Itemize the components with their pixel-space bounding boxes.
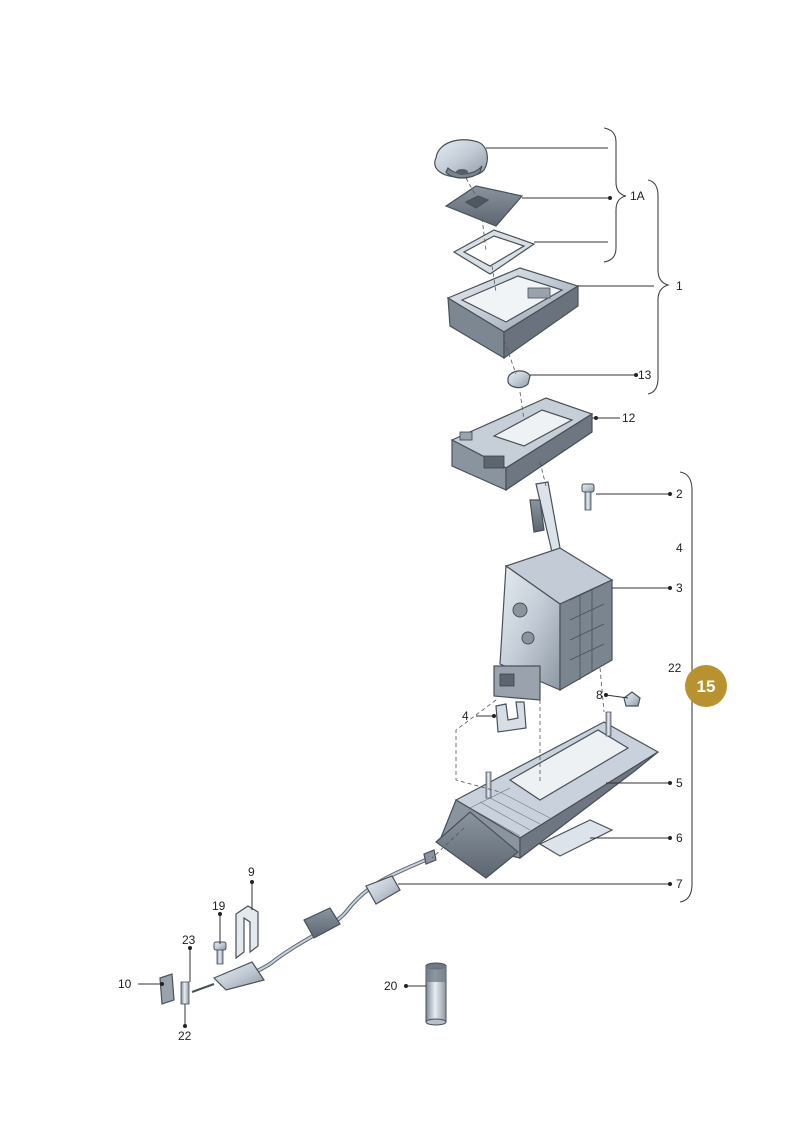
pin-22-part <box>180 981 190 1005</box>
clip-4-part <box>495 701 527 733</box>
gaiter-boot-part <box>444 185 524 227</box>
label-4-upper: 4 <box>676 541 683 555</box>
label-4-lower: 4 <box>462 709 469 723</box>
gaiter-frame-part <box>452 229 536 275</box>
label-13: 13 <box>638 368 652 382</box>
clip-13-part <box>507 370 531 389</box>
label-5: 5 <box>676 776 683 790</box>
label-22-right: 22 <box>668 661 682 675</box>
gear-knob-part <box>434 139 488 179</box>
callout-labels: 1A 1 13 12 2 4 3 22 8 4 5 6 7 9 19 23 10… <box>118 189 683 1043</box>
clip-9-part <box>235 905 259 960</box>
gear-cable-part <box>191 849 437 993</box>
label-9: 9 <box>248 865 255 879</box>
label-6: 6 <box>676 831 683 845</box>
pad-6-part <box>538 819 614 857</box>
trim-bezel-part <box>446 267 580 360</box>
label-3: 3 <box>676 581 683 595</box>
label-2: 2 <box>676 487 683 501</box>
bracket-10-part <box>159 973 175 1005</box>
label-20: 20 <box>384 979 398 993</box>
label-8: 8 <box>596 688 603 702</box>
base-bracket-part <box>435 711 660 879</box>
label-19: 19 <box>212 899 226 913</box>
label-12: 12 <box>622 411 636 425</box>
leader-lines <box>138 147 672 1028</box>
label-23: 23 <box>182 933 196 947</box>
group-braces <box>603 127 701 903</box>
screw-2-part <box>581 483 595 511</box>
label-1A: 1A <box>630 189 645 203</box>
console-frame-part <box>450 397 594 492</box>
bolt-19-part <box>213 941 227 965</box>
group-number-badge: 15 <box>685 665 727 707</box>
grease-tube-20-part <box>425 962 447 1026</box>
nut-8-part <box>623 691 641 707</box>
label-10: 10 <box>118 977 132 991</box>
label-1: 1 <box>676 279 683 293</box>
label-7: 7 <box>676 877 683 891</box>
assembly-guides <box>431 177 605 859</box>
shift-housing-part <box>493 481 614 701</box>
badge-circle <box>685 665 727 707</box>
badge-number: 15 <box>697 677 716 696</box>
label-22-bottom: 22 <box>178 1029 192 1043</box>
